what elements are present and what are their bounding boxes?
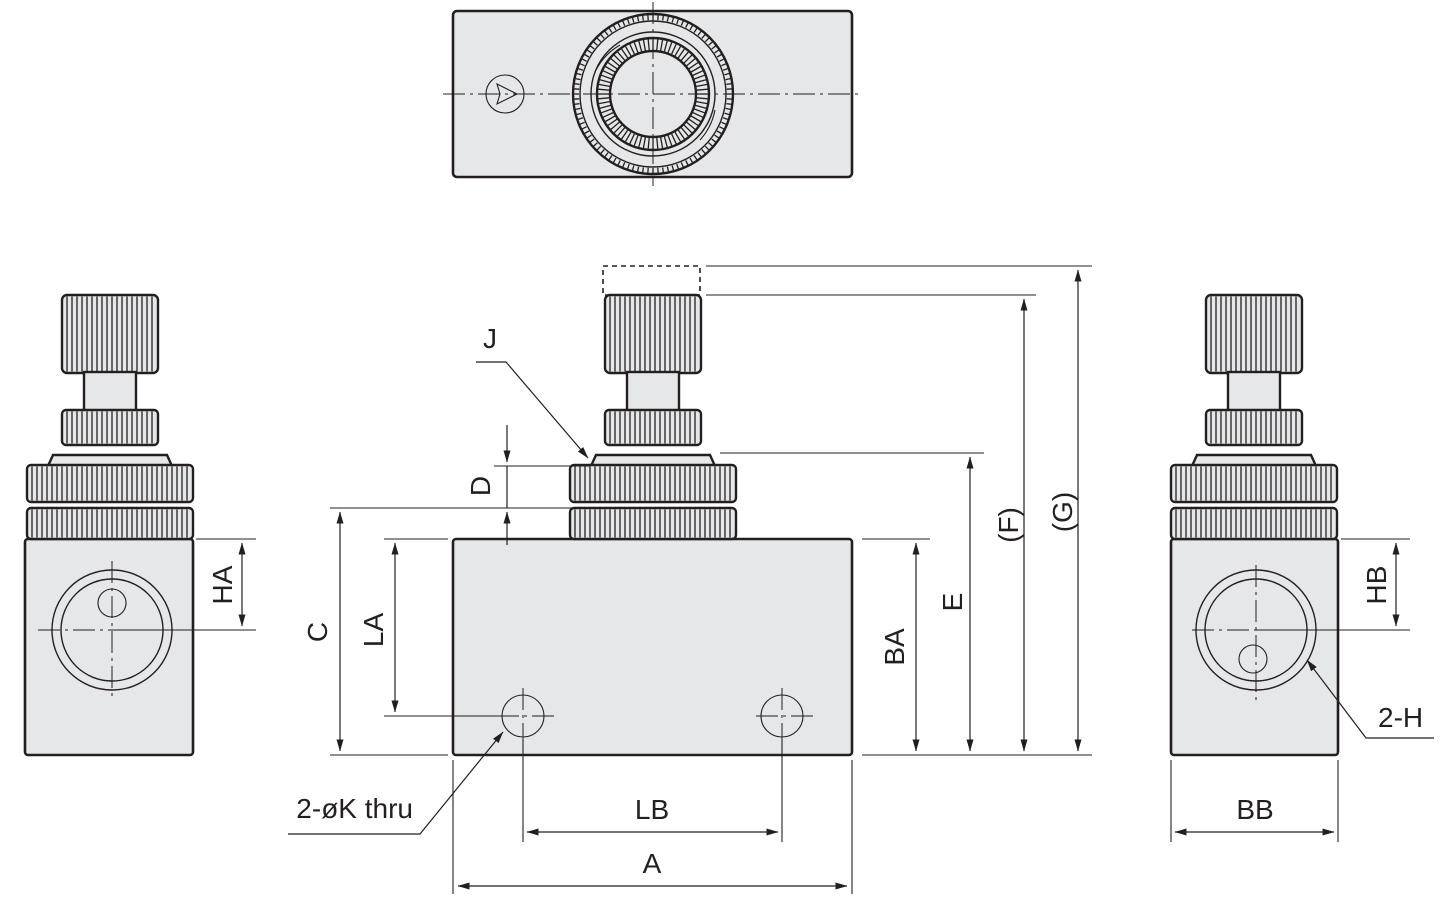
dim-label-K: 2-øK thru [296,793,413,824]
knurled-knob [603,293,703,375]
top-view [443,2,862,186]
lower-knurled-ring [1169,506,1339,541]
stem [82,370,138,414]
dim-label-HB: HB [1361,566,1392,605]
lower-knurled-ring [568,506,738,541]
leader-J [476,361,589,459]
dim-label-H: 2-H [1378,702,1423,733]
stem [1226,370,1282,414]
flow-arrow-icon [496,82,519,106]
stem [625,370,681,414]
front-view [451,265,854,757]
left-side-view [23,293,195,757]
dim-label-LB: LB [635,794,669,825]
front-view-adjuster-stack [568,293,738,541]
right-view-adjuster-stack [1169,293,1339,541]
top-view-arc-2 [699,109,716,141]
dim-label-A: A [643,848,662,879]
dim-label-BB: BB [1236,794,1273,825]
upper-knurled-ring [25,463,195,504]
dim-label-J: J [483,323,497,354]
left-view-adjuster-stack [25,293,195,541]
leader-K [288,731,504,835]
knob-extended-outline [602,265,701,296]
dim-label-BA: BA [879,628,910,666]
dim-label-LA: LA [358,613,389,648]
top-view-knob-ticks [598,39,708,149]
dim-label-C: C [302,622,333,642]
lock-nut [60,408,160,447]
knurled-knob [60,293,160,375]
front-view-body [451,537,854,757]
lock-nut [603,408,703,447]
right-port-needle-hole [1238,644,1268,674]
top-view-arc-1 [595,44,621,71]
upper-knurled-ring [568,463,738,504]
knurled-knob [1204,293,1304,375]
dim-label-G: (G) [1047,492,1078,532]
extension-lines [112,265,1410,894]
lower-knurled-ring [25,506,195,541]
right-side-view [1169,293,1340,757]
dim-label-E: E [937,593,968,612]
dim-label-D: D [465,476,496,496]
dim-label-HA: HA [207,565,238,604]
left-view-body [23,537,195,757]
dim-label-F: (F) [993,507,1024,543]
top-view-knurl-ticks [573,14,733,174]
dimensions: A LB BB 2-øK thru 2-H J C LA BA E (F) (G… [112,265,1434,894]
lock-nut [1204,408,1304,447]
upper-knurled-ring [1169,463,1339,504]
leader-H [1306,659,1434,739]
